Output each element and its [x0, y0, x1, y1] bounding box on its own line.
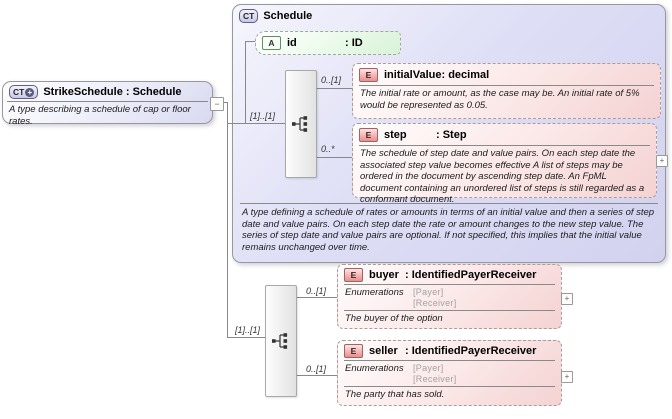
divider — [344, 386, 555, 387]
enumerations-label: Enumerations — [345, 363, 404, 374]
divider — [344, 360, 555, 361]
element-badge-icon: E — [344, 268, 363, 282]
element-buyer-description: The buyer of the option — [345, 313, 443, 324]
element-badge-icon: E — [359, 128, 378, 142]
cardinality-label: 0..[1] — [321, 75, 342, 85]
element-type: : Step — [436, 129, 467, 141]
element-type: : decimal — [441, 69, 490, 81]
element-seller-description: The party that has sold. — [345, 389, 445, 400]
enumeration-values: [Payer] [Receiver] — [413, 363, 457, 384]
element-step-header: E step : Step — [353, 124, 656, 144]
attribute-id-node[interactable]: A id : ID — [255, 31, 401, 55]
connector-line — [222, 102, 228, 103]
element-step-description: The schedule of step date and value pair… — [360, 148, 645, 205]
attribute-name: id — [287, 37, 297, 49]
element-badge-icon: E — [344, 344, 363, 358]
connector-line — [245, 41, 255, 42]
element-badge-icon: E — [359, 68, 378, 82]
element-buyer-node[interactable]: E buyer : IdentifiedPayerReceiver Enumer… — [337, 264, 562, 329]
cardinality-label: [1]..[1] — [250, 111, 276, 121]
complextype-badge-icon: CT — [239, 9, 259, 23]
element-step-node[interactable]: E step : Step The schedule of step date … — [352, 123, 657, 205]
strikeschedule-title: StrikeSchedule : Schedule — [43, 86, 182, 98]
element-initialvalue-node[interactable]: E initialValue : decimal The initial rat… — [352, 63, 661, 119]
enumeration-values: [Payer] [Receiver] — [413, 287, 457, 308]
collapse-icon[interactable]: − — [210, 97, 224, 111]
plus-icon: + — [25, 87, 35, 97]
element-initialvalue-description: The initial rate or amount, as the case … — [360, 88, 640, 111]
divider — [359, 145, 650, 146]
expand-icon[interactable]: + — [656, 155, 668, 167]
attribute-id-header: A id : ID — [256, 32, 400, 54]
schedule-title: Schedule — [263, 10, 313, 22]
connector-line — [315, 157, 352, 158]
expand-icon[interactable]: + — [561, 371, 573, 383]
element-name: buyer — [369, 269, 399, 281]
connector-line — [227, 102, 228, 337]
divider — [359, 85, 654, 86]
expand-icon[interactable]: + — [561, 293, 573, 305]
element-type: : IdentifiedPayerReceiver — [405, 269, 537, 281]
cardinality-label: 0..* — [321, 144, 335, 154]
connector-line — [245, 41, 246, 123]
cardinality-label: 0..[1] — [306, 364, 327, 374]
enumerations-facet: Enumerations [Payer] [Receiver] — [338, 361, 561, 385]
element-initialvalue-header: E initialValue : decimal — [353, 64, 660, 84]
divider — [7, 101, 208, 102]
enumerations-label: Enumerations — [345, 287, 404, 298]
strikeschedule-header: CT+ StrikeSchedule : Schedule — [3, 82, 212, 100]
schedule-header: CT Schedule — [233, 5, 665, 25]
element-name: step — [384, 129, 407, 141]
enumeration-value: [Receiver] — [413, 297, 457, 308]
sequence-icon — [292, 116, 308, 132]
enumeration-value: [Payer] — [413, 363, 444, 373]
divider — [344, 284, 555, 285]
divider — [344, 310, 555, 311]
element-name: initialValue — [384, 69, 442, 81]
sequence-connector[interactable] — [265, 285, 297, 397]
element-seller-node[interactable]: E seller : IdentifiedPayerReceiver Enume… — [337, 340, 562, 406]
element-seller-header: E seller : IdentifiedPayerReceiver — [338, 341, 561, 359]
schedule-description: A type defining a schedule of rates or a… — [242, 207, 655, 253]
sequence-icon — [272, 333, 288, 349]
element-type: : IdentifiedPayerReceiver — [405, 345, 537, 357]
enumeration-value: [Payer] — [413, 287, 444, 297]
strikeschedule-node[interactable]: CT+ StrikeSchedule : Schedule A type des… — [2, 81, 213, 127]
element-buyer-header: E buyer : IdentifiedPayerReceiver — [338, 265, 561, 283]
enumeration-value: [Receiver] — [413, 373, 457, 384]
attribute-type: : ID — [345, 37, 363, 49]
connector-line — [295, 297, 337, 298]
attribute-badge-icon: A — [262, 36, 281, 50]
connector-line — [295, 375, 337, 376]
connector-line — [315, 88, 352, 89]
connector-line — [227, 123, 285, 124]
connector-line — [227, 337, 265, 338]
element-name: seller — [369, 345, 398, 357]
sequence-connector[interactable] — [285, 70, 317, 178]
enumerations-facet: Enumerations [Payer] [Receiver] — [338, 285, 561, 309]
divider — [240, 203, 658, 204]
strikeschedule-description: A type describing a schedule of cap or f… — [9, 104, 191, 127]
cardinality-label: 0..[1] — [306, 286, 327, 296]
cardinality-label: [1]..[1] — [235, 325, 261, 335]
complextype-plus-badge-icon: CT+ — [9, 85, 39, 99]
